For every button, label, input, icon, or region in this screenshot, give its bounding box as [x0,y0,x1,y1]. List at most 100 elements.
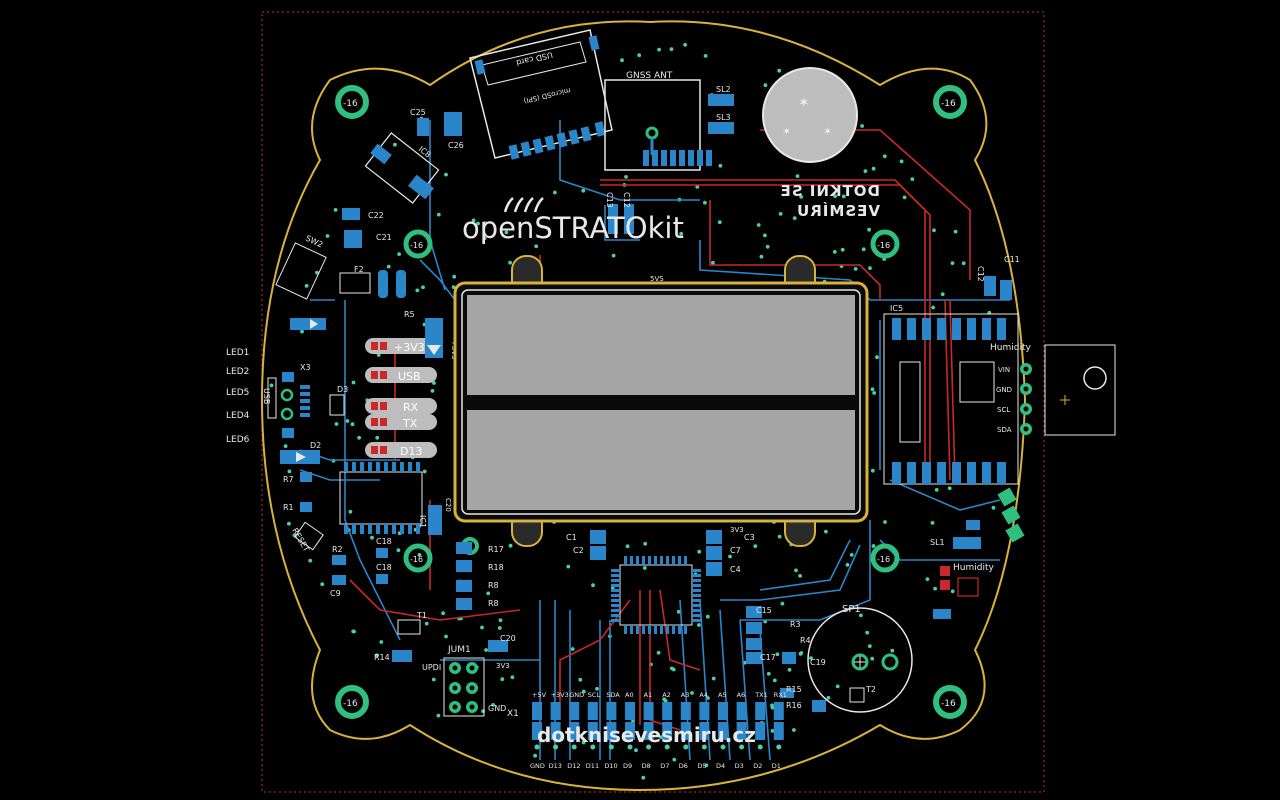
via [566,564,571,569]
mcu-pad [684,556,687,565]
svg-text:LED1: LED1 [226,348,249,358]
central-mcu: C1 C2 C3 C7 C4 R17 R18 R8 R8 [456,530,755,634]
via [840,247,845,252]
via [799,195,804,199]
svg-text:dotknisevesmiru.cz: dotknisevesmiru.cz [537,723,756,747]
via [859,613,863,618]
via [932,228,936,233]
header-pad [606,722,617,740]
via [422,469,427,474]
svg-text:C7: C7 [730,546,741,555]
via [444,172,448,177]
svg-text:3V3: 3V3 [730,526,744,534]
via [484,648,488,652]
via [826,695,831,700]
mcu-pad [611,574,620,577]
svg-text:D2: D2 [310,441,321,450]
via [283,444,288,448]
via [717,220,722,225]
via [798,574,802,578]
via [333,208,338,212]
svg-text:R8: R8 [488,599,499,608]
via [890,648,895,653]
svg-text:R4: R4 [800,636,811,645]
ic5-sensor-module: IC5 C12 C11 [883,255,1020,485]
via [756,223,761,227]
via [849,553,854,557]
header-bottom-pin-label: D13 [549,762,562,770]
mcu-pad [666,556,669,565]
header-bottom-pin-label: D11 [586,762,599,770]
svg-text:Humidity: Humidity [953,563,994,573]
svg-text:openSTRATOkit: openSTRATOkit [462,211,684,245]
svg-text:SL1: SL1 [930,538,945,547]
header-top-pin-label: SCL [588,691,601,699]
via [765,244,770,249]
via [498,618,503,623]
via [953,229,958,234]
svg-text:SCL: SCL [997,406,1010,414]
via [950,261,955,265]
via [676,609,681,614]
piezo-element: ✶ ✶ ✶ [762,67,858,163]
via [991,505,996,510]
via [627,744,633,750]
via [871,544,876,548]
via [777,68,782,73]
via [486,591,491,596]
via [611,253,616,258]
svg-text:SDA: SDA [997,426,1012,434]
via [867,227,871,232]
mcu-pad [611,569,620,572]
svg-text:SP1: SP1 [842,604,861,615]
svg-text:C21: C21 [376,233,392,242]
via [436,713,441,718]
display-module: 5VS 3V3 [453,255,869,547]
mcu-pad [642,625,645,634]
mount-hole-ir2: -16 [870,543,900,573]
header-pad [699,702,710,720]
svg-text:D3: D3 [337,385,348,394]
via [703,200,707,205]
via [809,656,813,660]
svg-text:F2: F2 [354,265,364,274]
mcu-pad [648,556,651,565]
via [703,54,708,58]
via [334,422,339,426]
header-bottom-pin-label: D3 [735,762,744,770]
svg-text:microSD (SPI): microSD (SPI) [523,86,572,105]
via [792,728,796,732]
via [269,383,274,388]
via [663,699,668,703]
pill-d13: D13 [365,442,437,458]
via [396,548,401,553]
mount-hole-bl: -16 [335,685,369,719]
svg-text:TX: TX [402,417,418,430]
humidity-header: Humidity VIN GND SCL SDA [990,343,1116,436]
svg-text:R15: R15 [786,685,802,694]
header-pad [736,702,747,720]
header-top-pin-label: A2 [662,691,671,699]
svg-text:R2: R2 [332,545,343,554]
via [315,270,319,275]
svg-text:X3: X3 [300,363,311,372]
header-pad [587,702,598,720]
via [870,656,875,661]
via [870,468,875,473]
svg-text:DOTKNI SE: DOTKNI SE [780,182,880,200]
via [792,216,797,221]
via [961,261,966,266]
via [590,744,596,750]
header-pad [569,722,580,740]
svg-text:USB: USB [398,370,421,383]
mount-hole-tl: -16 [335,85,369,119]
via [776,744,782,750]
via [863,169,868,174]
via [591,583,595,588]
header-pad [587,722,598,740]
svg-text:LED2: LED2 [226,367,249,377]
svg-text:T1: T1 [416,611,427,620]
header-pad [680,722,691,740]
